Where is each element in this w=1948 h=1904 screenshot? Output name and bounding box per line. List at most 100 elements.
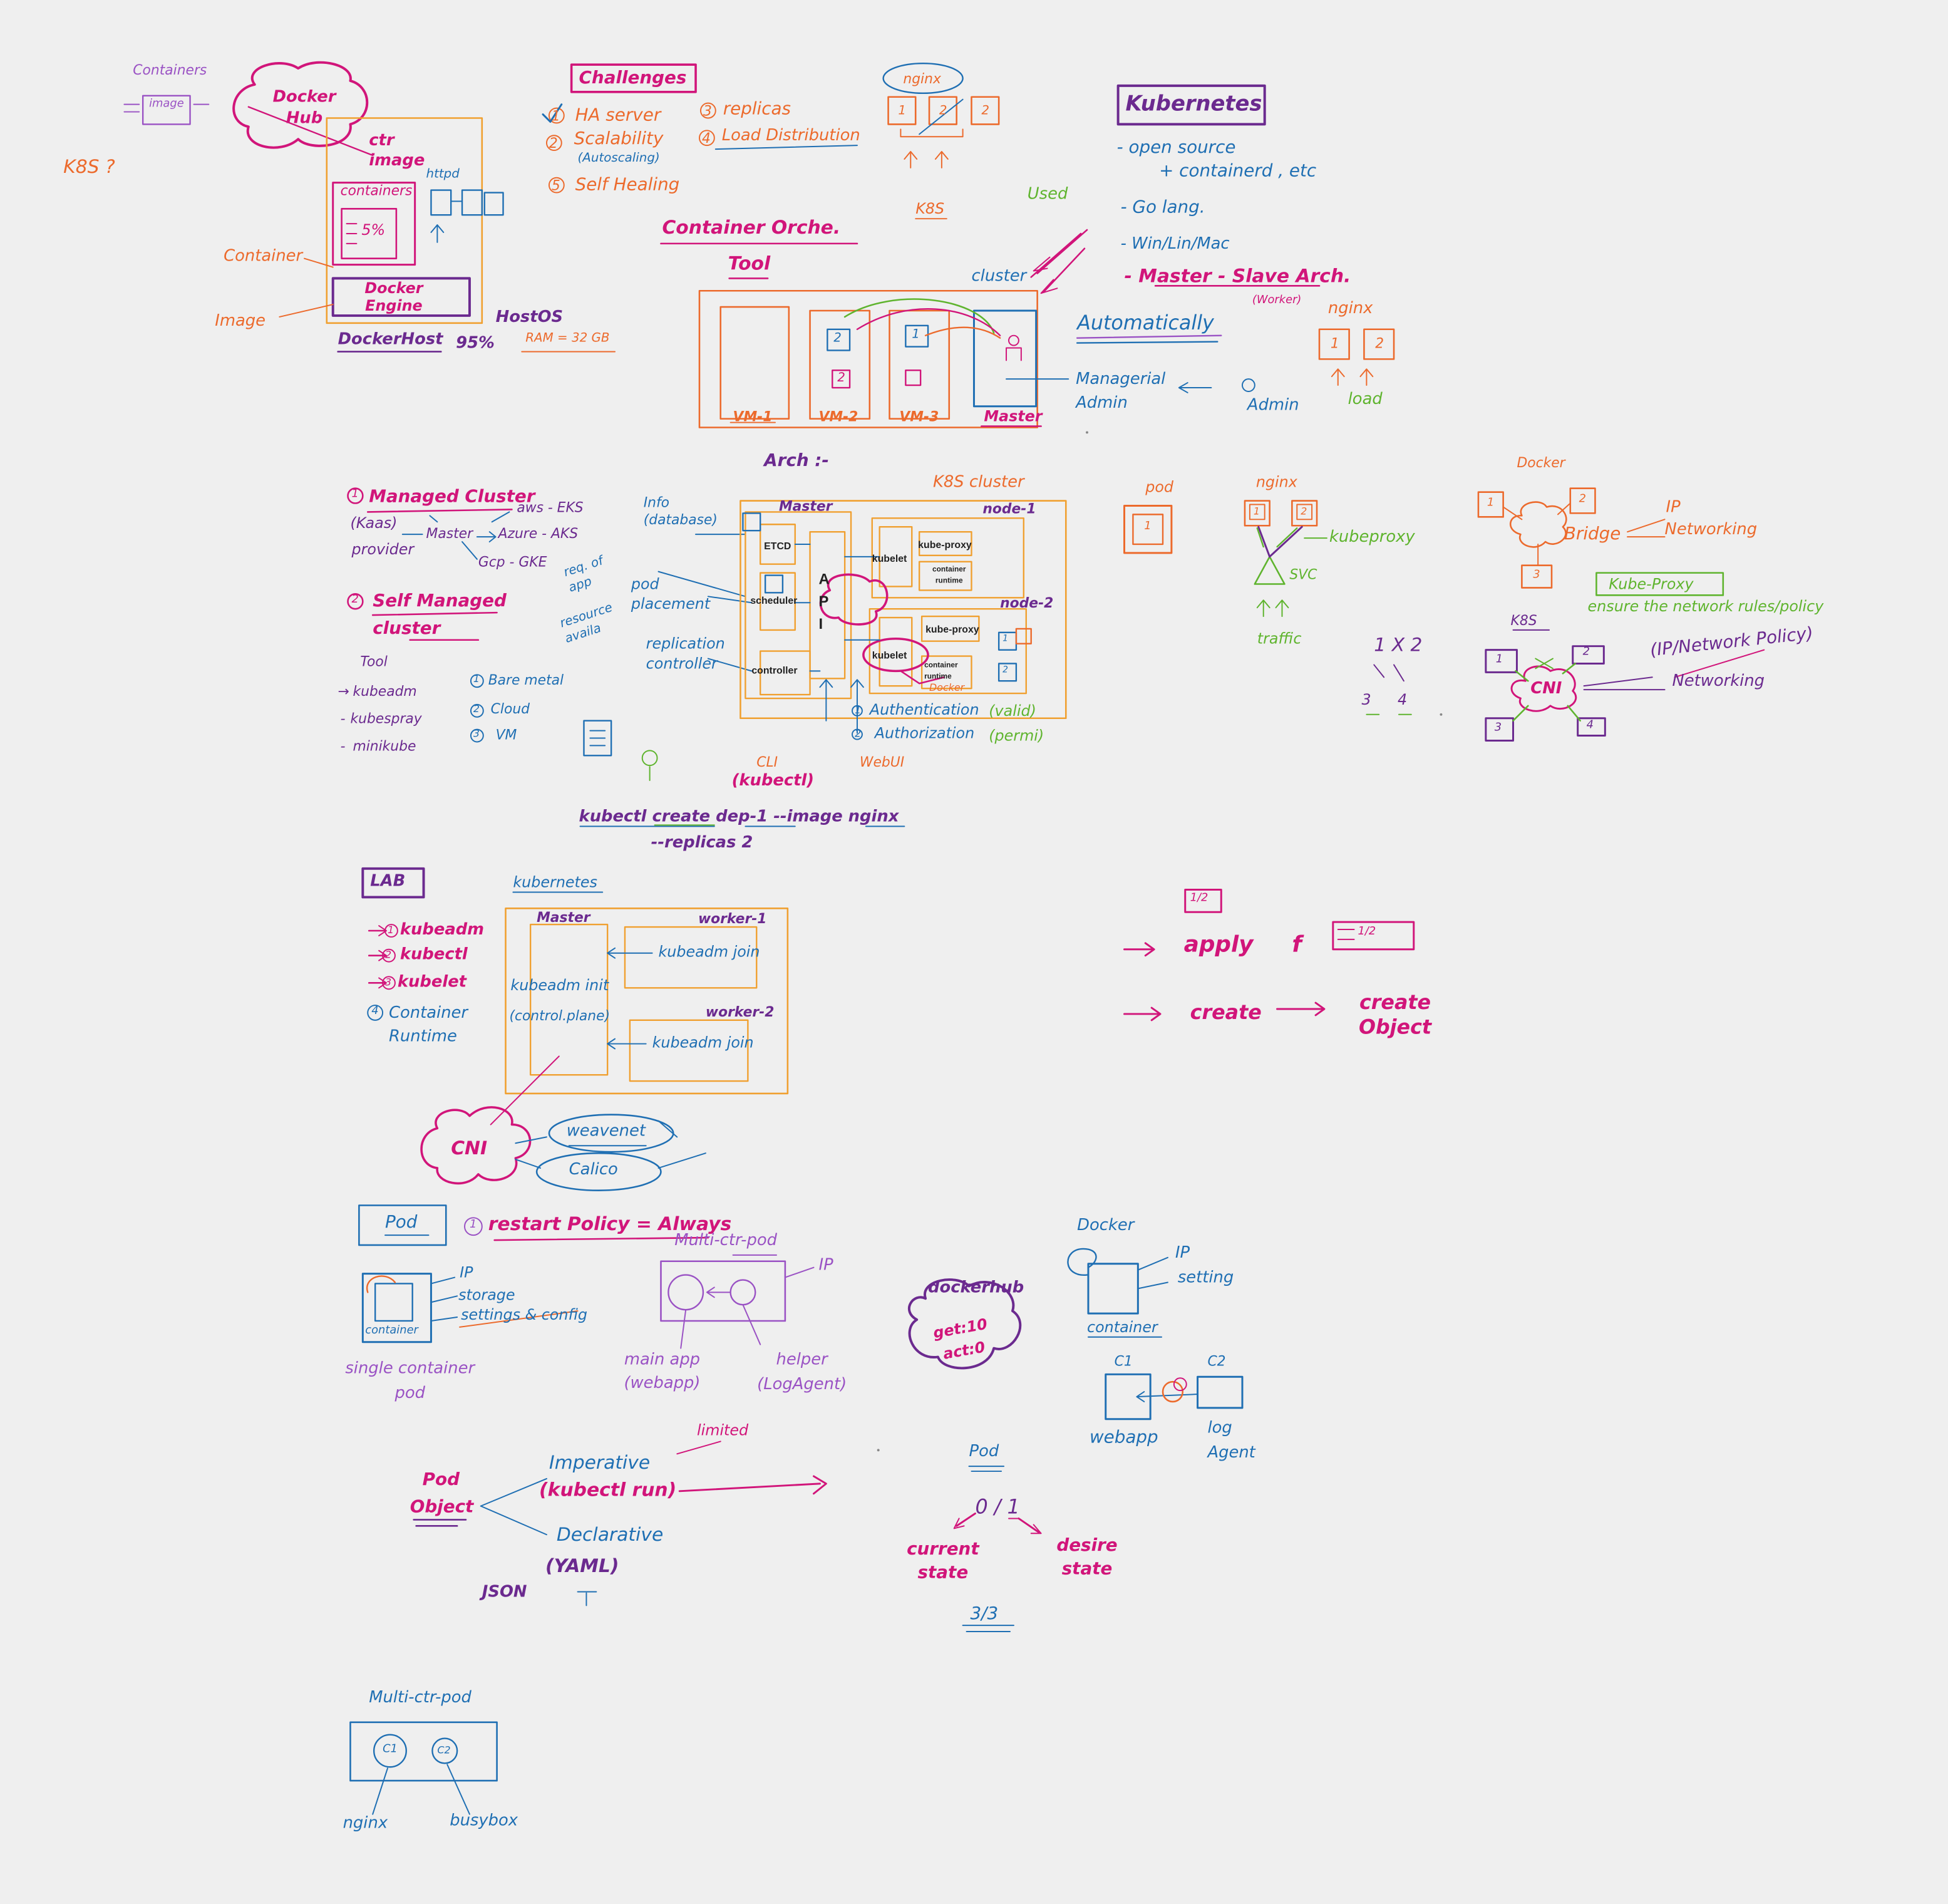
docker-container-box [1087,1263,1139,1315]
master-box [972,309,1038,408]
managed-num: 1 [351,488,359,501]
nginx-top-box-2: 2 [939,104,947,118]
pod-section-title: Pod [385,1213,418,1233]
yaml-label: (YAML) [545,1554,619,1577]
docker-host-group [123,61,616,353]
single-pod-container: container [365,1324,418,1337]
auth-num-2: 2 [854,728,862,740]
challenge-scalability: Scalability [574,129,664,150]
webapp-label: webapp [1089,1427,1158,1448]
vm2-label: VM-2 [818,408,858,425]
pod-label: pod [1145,478,1174,496]
challenges-box [570,63,697,93]
lab-master-box [529,923,609,1076]
desire-state-label: desire state [1056,1536,1118,1580]
k8s-question-label: K8S ? [63,155,115,178]
challenge-load-distribution: Load Distribution [721,127,860,146]
arch-master-label: Master [426,525,473,542]
net-docker-label: Docker [1517,455,1565,471]
k8s-info-go: - Go lang. [1120,197,1205,218]
managed-cluster-title: Managed Cluster [369,487,535,507]
node2-container-runtime: container runtime [924,662,958,681]
api-cloud-icon [819,573,889,626]
tool-kubespray: kubespray [350,710,422,727]
nginx-top-box-1: 1 [898,104,907,118]
tool-mark-2: - [340,710,346,727]
single-pod-settings: settings & config [461,1306,587,1323]
single-pod-ip: IP [460,1263,473,1281]
image-icon-box [142,95,191,125]
current-state-label: current state [907,1539,979,1583]
multi-bottom-group [349,1721,498,1815]
main-app-label: main app (webapp) [624,1350,701,1394]
docker-box-1: 1 [1487,497,1495,510]
multi-bottom-c1: C1 [383,1743,398,1756]
pod-box [1123,504,1173,554]
cni-box-1: 1 [1495,653,1503,666]
orch-master-label: Master [984,407,1043,425]
ctr-image-label: ctr image [369,132,425,170]
challenge-self-healing: Self Healing [575,175,680,195]
declarative-label: Declarative [556,1523,664,1546]
log-agent-label: log Agent [1207,1419,1255,1463]
image-icon-label: image [149,98,184,111]
c1-label: C1 [1114,1353,1133,1370]
kubectl-command: kubectl create dep-1 --image nginx [579,807,899,827]
used-label: Used [1027,185,1068,204]
lab-num-4: 4 [371,1005,379,1018]
apply-create-group [1123,889,1415,1022]
lab-master-label: Master [537,909,590,926]
orchestration-title: Container Orche. [662,216,841,239]
multi-ctr-pod-box [660,1260,786,1322]
pod-object-label: Pod Object [410,1470,474,1518]
lab-kubernetes-label: kubernetes [513,873,597,891]
kubernetes-title-box [1116,84,1266,126]
controller-label: controller [751,665,798,676]
kubernetes-info-group [1030,84,1395,393]
multi-ctr-pod-title: Multi-ctr-pod [674,1231,777,1250]
nginx-top-group [882,62,1000,220]
k8s-info-worker: (Worker) [1252,294,1302,308]
node2-label: node-2 [1000,595,1054,612]
imperative-label: Imperative [549,1451,651,1474]
docker-box-2: 2 [1579,493,1587,506]
cni-box-3: 3 [1494,722,1502,735]
multi-bottom-title: Multi-ctr-pod [369,1689,472,1708]
kubectl-label: (kubectl) [731,772,815,790]
scale-box-3: 3 [1361,691,1371,708]
net-nginx-label: nginx [1255,473,1297,491]
k8s-info-open-source: - open source [1116,138,1236,158]
admin-label: Admin [1247,396,1299,415]
zero-one-label: 0 / 1 [975,1494,1020,1519]
create-object-label: create Object [1358,990,1432,1039]
vm3-box [889,309,951,420]
vm-label: VM [495,727,517,743]
scheduler-label: scheduler [750,595,798,607]
nginx-top-label: nginx [903,71,941,87]
kaas-label: (Kaas) [350,514,398,532]
docker-hub-title: Docker Hub [272,88,336,128]
docker-box-3: 3 [1533,569,1540,582]
image-side-label: Image [215,311,266,331]
apply-big-box-label: 1/2 [1358,926,1376,938]
apply-small-box-label: 1/2 [1190,892,1208,905]
lab-title: LAB [370,872,406,891]
arch-tool-label: Tool [360,653,388,670]
pod-title-box [358,1204,447,1246]
net-networking2-label: Networking [1672,672,1765,691]
k8s-nginx-box-2: 2 [1375,335,1384,352]
lab-kubernetes-box [505,908,789,1095]
vm1-box [719,306,790,420]
docker-host-label: DockerHost [338,330,443,349]
net-k8s-label: K8S [1510,613,1537,629]
k8s-cluster-group [579,500,1067,827]
challenge-num-2: 2 [549,135,558,152]
node1-kube-proxy: kube-proxy [918,539,972,551]
self-managed-num: 2 [351,594,359,607]
httpd-label: httpd [426,167,460,182]
replication-controller-label: replication controller [646,634,725,673]
networking-group [1123,487,1765,742]
challenge-num-3: 3 [703,103,712,120]
node2-pod-1: 1 [1002,633,1008,644]
load-label: load [1348,390,1383,409]
